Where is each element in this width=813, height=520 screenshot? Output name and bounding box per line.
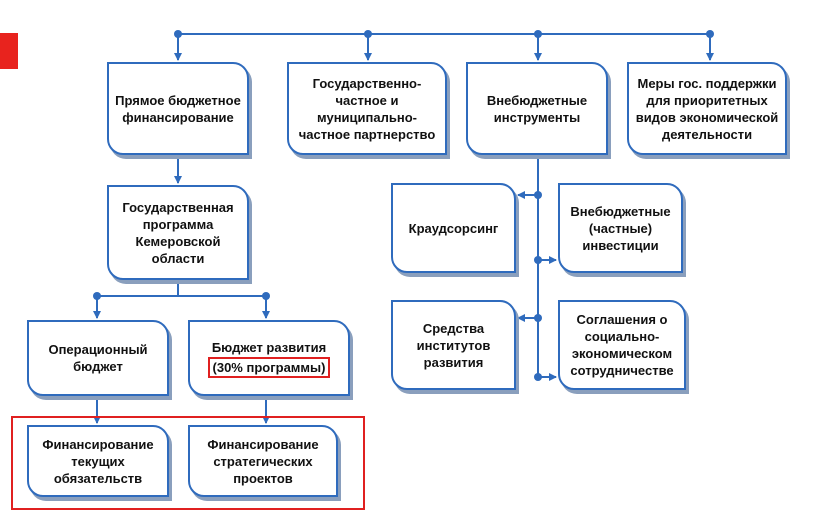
node-ppp-label: Государственно-частное и муниципально-ча… xyxy=(298,75,436,142)
node-support-measures-label: Меры гос. поддержки для приоритетных вид… xyxy=(635,75,779,142)
node-private-investment: Внебюджетные (частные) инвестиции xyxy=(558,183,683,273)
node-operational-budget: Операционный бюджет xyxy=(27,320,169,396)
node-dev-institutions-label: Средства институтов развития xyxy=(416,320,491,370)
highlight-frame-financing xyxy=(11,416,365,510)
node-development-budget: Бюджет развития (30% программы) xyxy=(188,320,350,396)
node-crowdsourcing-label: Краудсорсинг xyxy=(408,220,499,236)
node-direct-budget: Прямое бюджетное финансирование xyxy=(107,62,249,155)
development-budget-note: (30% программы) xyxy=(207,356,331,378)
node-state-program-label: Государственная программа Кемеровской об… xyxy=(122,199,234,266)
node-current-obligations-label: Финансирование текущих обязательств xyxy=(42,436,154,486)
node-strategic-projects-label: Финансирование стратегических проектов xyxy=(207,436,319,486)
node-operational-budget-label: Операционный бюджет xyxy=(48,342,148,374)
node-crowdsourcing: Краудсорсинг xyxy=(391,183,516,273)
red-corner-marker xyxy=(0,33,18,69)
node-strategic-projects: Финансирование стратегических проектов xyxy=(188,425,338,497)
node-socioeconomic-agreements-label: Соглашения о социально-экономическом сот… xyxy=(570,312,674,378)
node-socioeconomic-agreements: Соглашения о социально-экономическом сот… xyxy=(558,300,686,390)
node-private-investment-label: Внебюджетные (частные) инвестиции xyxy=(570,203,671,253)
node-extrabudget-label: Внебюджетные инструменты xyxy=(486,92,588,125)
node-support-measures: Меры гос. поддержки для приоритетных вид… xyxy=(627,62,787,155)
node-dev-institutions: Средства институтов развития xyxy=(391,300,516,390)
node-ppp: Государственно-частное и муниципально-ча… xyxy=(287,62,447,155)
node-current-obligations: Финансирование текущих обязательств xyxy=(27,425,169,497)
node-development-budget-label: Бюджет развития xyxy=(211,339,327,355)
node-state-program: Государственная программа Кемеровской об… xyxy=(107,185,249,280)
node-direct-budget-label: Прямое бюджетное финансирование xyxy=(115,92,241,125)
node-extrabudget: Внебюджетные инструменты xyxy=(466,62,608,155)
